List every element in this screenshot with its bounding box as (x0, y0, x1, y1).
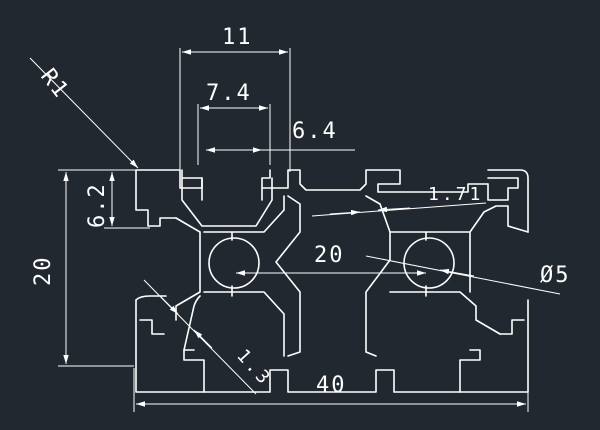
dim-171-line (311, 202, 487, 217)
label-wall: 1.71 (428, 184, 483, 205)
left-bore (208, 237, 260, 289)
right-cell (389, 205, 529, 335)
label-pitch: 20 (314, 243, 345, 268)
label-slot-opening: 7.4 (206, 81, 252, 106)
label-lip-height: 6.2 (85, 182, 110, 228)
dim-bore-arrow (439, 268, 475, 277)
dim-bore-leader (365, 255, 561, 295)
profile-outline (135, 169, 529, 393)
dim-13-arrow-b (193, 329, 213, 349)
dim-171-arrow-right (377, 206, 411, 213)
label-web: 1.3 (232, 345, 275, 390)
dim-r1-leader (29, 57, 139, 169)
right-bore (403, 237, 455, 289)
label-radius: R1 (35, 64, 73, 103)
middle-bottom-slot (203, 369, 461, 393)
dim-171-arrow-left (329, 209, 361, 216)
dimension-lines (29, 48, 561, 412)
label-bore: Ø5 (540, 263, 571, 288)
center-rib (275, 195, 391, 357)
notch-marks (231, 231, 427, 297)
left-cell (175, 195, 285, 357)
label-height: 20 (31, 256, 56, 287)
label-width: 40 (316, 373, 347, 398)
left-upper-slot (181, 177, 273, 227)
label-slot-width: 11 (222, 25, 253, 50)
right-bottom-slot (459, 299, 529, 393)
dimension-labels: 11 7.4 6.4 R1 6.2 20 1.71 20 Ø5 1.3 40 (31, 25, 571, 398)
dim-13-arrow-a (159, 295, 179, 315)
label-slot-depth: 6.4 (292, 119, 338, 144)
outer-contour (135, 169, 529, 233)
right-upper-slot (487, 177, 519, 201)
